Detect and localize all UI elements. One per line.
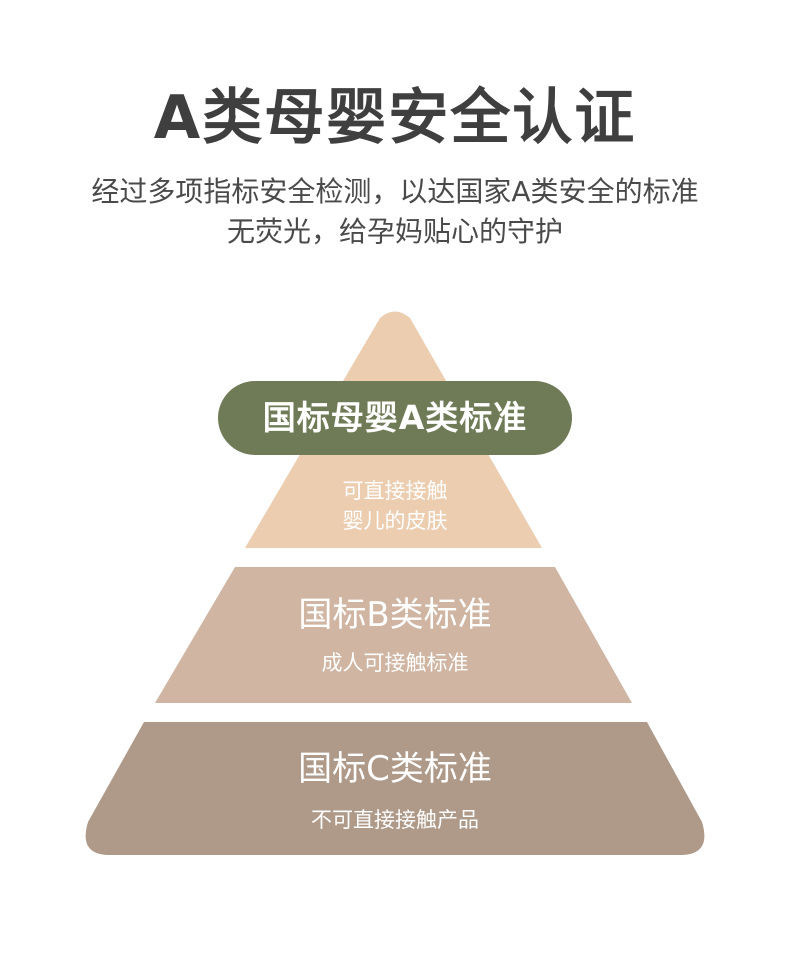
tier-c-desc: 不可直接接触产品 — [311, 808, 479, 832]
tier-a-desc-line-2: 婴儿的皮肤 — [342, 509, 448, 533]
pyramid-tier-b — [155, 567, 632, 703]
tier-a-desc-line-1: 可直接接触 — [342, 479, 448, 503]
page-title: A类母婴安全认证 — [153, 83, 637, 153]
pyramid-tier-c — [85, 722, 705, 855]
tier-b-label: 国标B类标准 — [298, 595, 492, 635]
subtitle-line-2: 无荧光，给孕妈贴心的守护 — [226, 215, 563, 248]
tier-a-label-pill: 国标母婴A类标准 — [218, 381, 572, 455]
tier-b-desc: 成人可接触标准 — [321, 651, 469, 675]
subtitle-line-1: 经过多项指标安全检测，以达国家A类安全的标准 — [91, 175, 699, 208]
tier-c-label: 国标C类标准 — [298, 749, 492, 789]
